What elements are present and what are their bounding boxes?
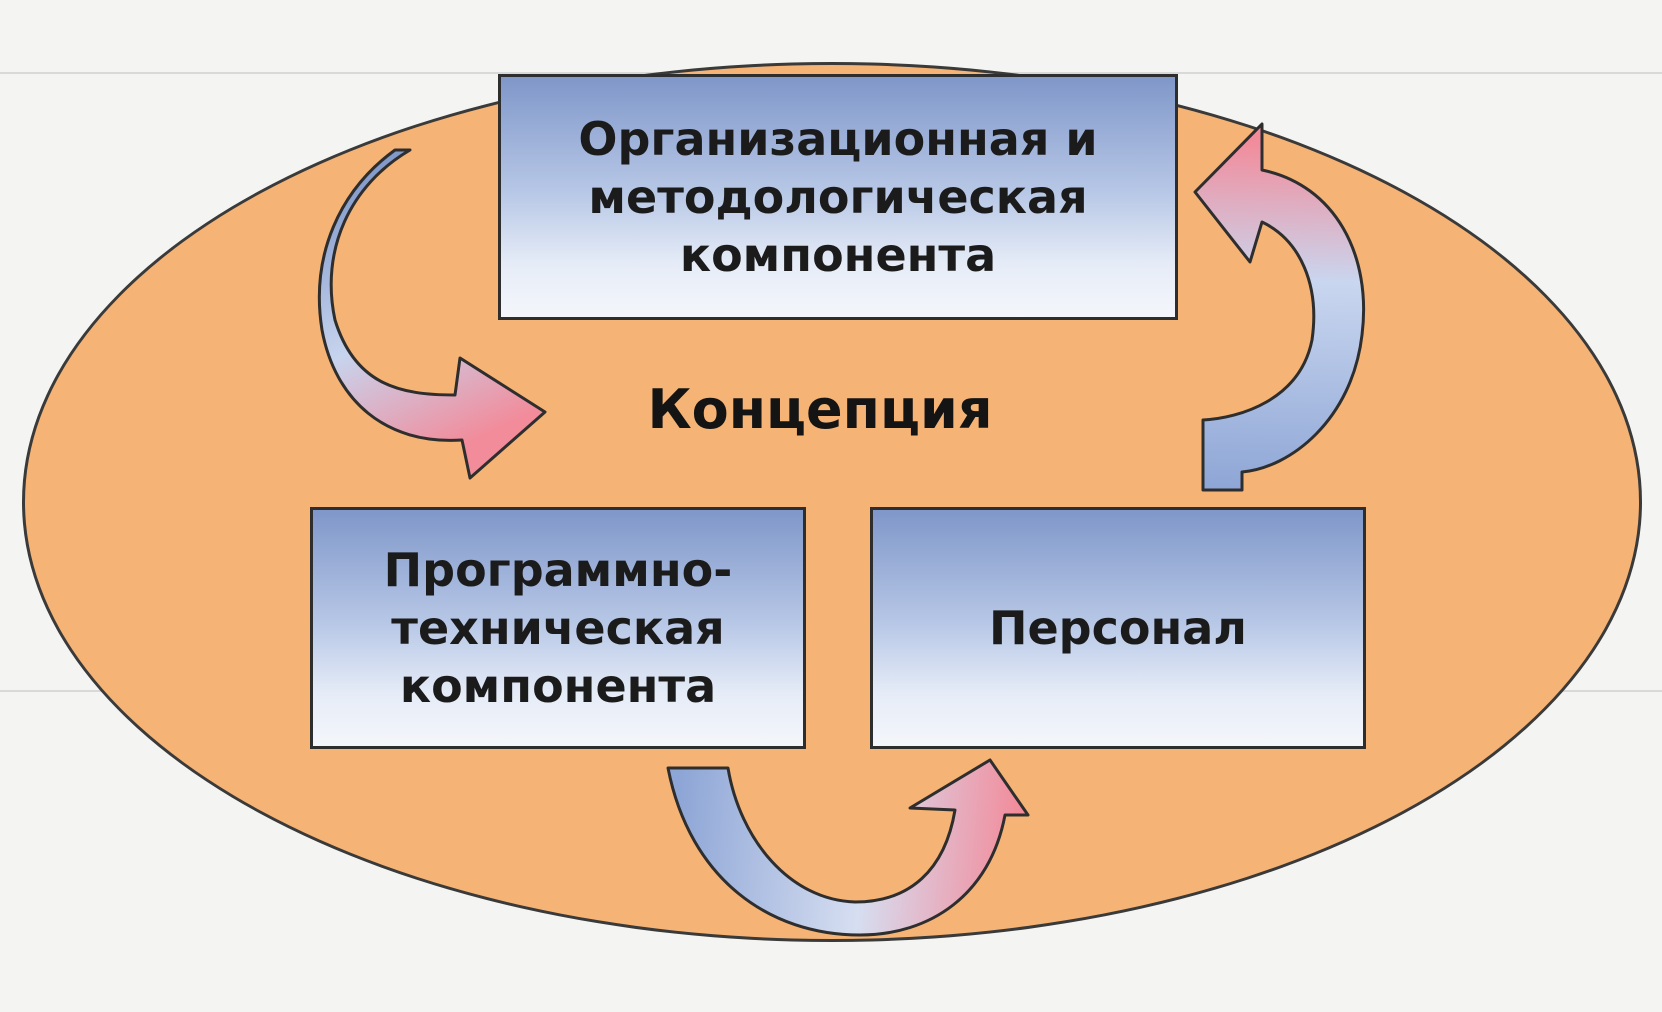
arrow-staff-to-org [1193, 122, 1366, 492]
org-methodology-component-box: Организационная и методологическая компо… [498, 74, 1178, 320]
arrow-tech-to-staff [666, 758, 1030, 937]
software-hardware-component-label: Программно- техническая компонента [383, 543, 733, 713]
software-hardware-component-box: Программно- техническая компонента [310, 507, 806, 749]
staff-component-box: Персонал [870, 507, 1366, 749]
concept-label: Концепция [647, 378, 993, 441]
org-methodology-component-label: Организационная и методологическая компо… [578, 112, 1098, 282]
arrow-org-to-tech [317, 148, 547, 480]
staff-component-label: Персонал [988, 601, 1247, 655]
